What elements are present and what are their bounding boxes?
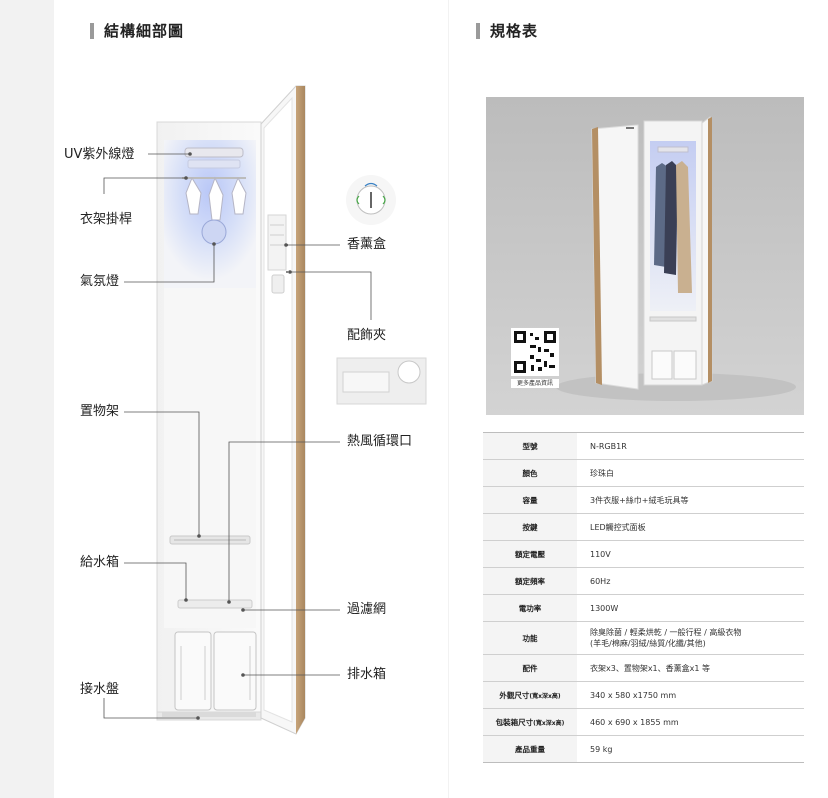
accessory-clip-icon [336,357,427,405]
spec-row: 按鍵 LED觸控式面板 [483,513,804,541]
label-fragrance-box: 香薰盒 [347,237,387,252]
qr-caption: 更多產品資訊 [511,379,559,388]
label-shelf: 置物架 [80,404,120,419]
label-ambient-lamp: 氣氛燈 [80,274,120,289]
open-unit [643,116,713,386]
spec-label-main: 外觀尺寸 [499,690,530,700]
spec-row: 外觀尺寸(寬x深x高) 340 x 580 x1750 mm [483,681,804,709]
drain-tank-icon [213,631,257,711]
label-accessory-clip: 配飾夾 [347,328,387,343]
leader-dots [184,152,292,720]
label-water-tank: 給水箱 [80,555,120,570]
spec-row: 產品重量 59 kg [483,735,804,763]
uv-lamp-icon [184,147,244,169]
spec-row: 電功率 1300W [483,594,804,622]
spec-label: 功能 [483,621,577,655]
spec-value: 3件衣服+絲巾+絨毛玩具等 [577,486,804,514]
spec-label: 顏色 [483,459,577,487]
drip-tray-icon [162,712,256,717]
spec-value: 59 kg [577,735,804,763]
spec-label: 按鍵 [483,513,577,541]
spec-label: 產品重量 [483,735,577,763]
spec-label-with-suffix: 包裝箱尺寸(寬x深x高) [483,708,577,736]
spec-value: 110V [577,540,804,568]
closed-unit [591,124,639,390]
spec-value: LED觸控式面板 [577,513,804,541]
filter-icon [177,599,253,609]
spec-row: 配件 衣架x3、置物架x1、香薰盒x1 等 [483,654,804,682]
spec-value: 460 x 690 x 1855 mm [577,708,804,736]
leader-lines [103,153,372,719]
spec-row: 容量 3件衣服+絲巾+絨毛玩具等 [483,486,804,514]
spec-value: 衣架x3、置物架x1、香薰盒x1 等 [577,654,804,682]
spec-value: 1300W [577,594,804,622]
structure-section-title: 結構細部圖 [90,22,184,40]
spec-label-suffix: (寬x深x高) [533,719,565,727]
product-photo [486,97,804,415]
spec-value: 60Hz [577,567,804,595]
label-uv-lamp: UV紫外線燈 [64,147,135,162]
label-filter: 過濾網 [347,602,387,617]
spec-label: 容量 [483,486,577,514]
structure-diagram [103,85,427,735]
spec-label-main: 包裝箱尺寸 [495,717,534,727]
spec-row: 顏色 珍珠白 [483,459,804,487]
water-tank-icon [174,631,212,711]
spec-row: 功能 除臭除菌 / 輕柔烘乾 / 一般行程 / 高級衣物 (羊毛/棉麻/羽絨/絲… [483,621,804,655]
shelf-icon [169,535,251,545]
spec-label: 電功率 [483,594,577,622]
spec-label: 額定電壓 [483,540,577,568]
spec-value: 340 x 580 x1750 mm [577,681,804,709]
spec-section-title: 規格表 [476,22,538,40]
spec-row: 型號 N-RGB1R [483,432,804,460]
spec-label: 配件 [483,654,577,682]
spec-value-line2: (羊毛/棉麻/羽絨/絲質/化纖/其他) [590,639,706,648]
label-hot-air-vent: 熱風循環口 [347,434,413,449]
spec-row: 額定頻率 60Hz [483,567,804,595]
open-door [260,85,306,735]
spec-value-line1: 除臭除菌 / 輕柔烘乾 / 一般行程 / 高級衣物 [590,628,742,637]
spec-table: 型號 N-RGB1R 顏色 珍珠白 容量 3件衣服+絲巾+絨毛玩具等 按鍵 LE… [483,432,804,763]
fragrance-box-icon [346,175,396,225]
spec-value-multiline: 除臭除菌 / 輕柔烘乾 / 一般行程 / 高級衣物 (羊毛/棉麻/羽絨/絲質/化… [577,621,804,655]
label-drip-tray: 接水盤 [80,682,120,697]
spec-label-suffix: (寬x深x高) [529,692,561,700]
label-drain-tank: 排水箱 [347,667,387,682]
cabinet-body [156,121,262,721]
spec-label-with-suffix: 外觀尺寸(寬x深x高) [483,681,577,709]
label-hanger-rod: 衣架掛桿 [80,212,133,227]
spec-label: 型號 [483,432,577,460]
spec-label: 額定頻率 [483,567,577,595]
qr-code-icon [511,328,559,376]
spec-row: 包裝箱尺寸(寬x深x高) 460 x 690 x 1855 mm [483,708,804,736]
spec-value: 珍珠白 [577,459,804,487]
spec-value: N-RGB1R [577,432,804,460]
spec-row: 額定電壓 110V [483,540,804,568]
